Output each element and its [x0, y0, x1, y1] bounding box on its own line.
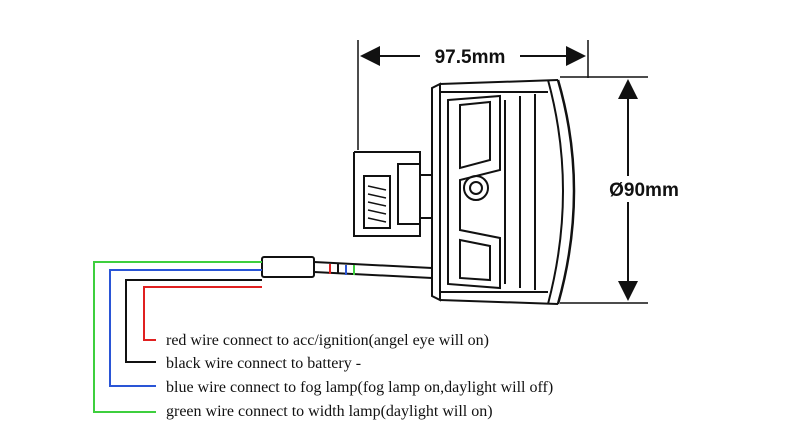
lamp-body [431, 79, 576, 305]
diameter-dimension: Ø90mm [560, 76, 690, 304]
wire-label-green: green wire connect to width lamp(dayligh… [166, 403, 493, 420]
wire-harness [261, 256, 433, 279]
mounting-bracket [353, 151, 432, 237]
red-wire [143, 286, 262, 341]
blue-wire [109, 269, 262, 387]
wire-label-black: black wire connect to battery - [166, 355, 362, 372]
green-wire [93, 261, 262, 413]
wire-label-red: red wire connect to acc/ignition(angel e… [166, 332, 489, 349]
diameter-label: Ø90mm [609, 180, 679, 201]
wires [93, 261, 262, 413]
length-dimension: 97.5mm [357, 40, 589, 150]
length-label: 97.5mm [435, 47, 506, 68]
wire-label-blue: blue wire connect to fog lamp(fog lamp o… [166, 379, 554, 396]
black-wire [125, 279, 262, 363]
